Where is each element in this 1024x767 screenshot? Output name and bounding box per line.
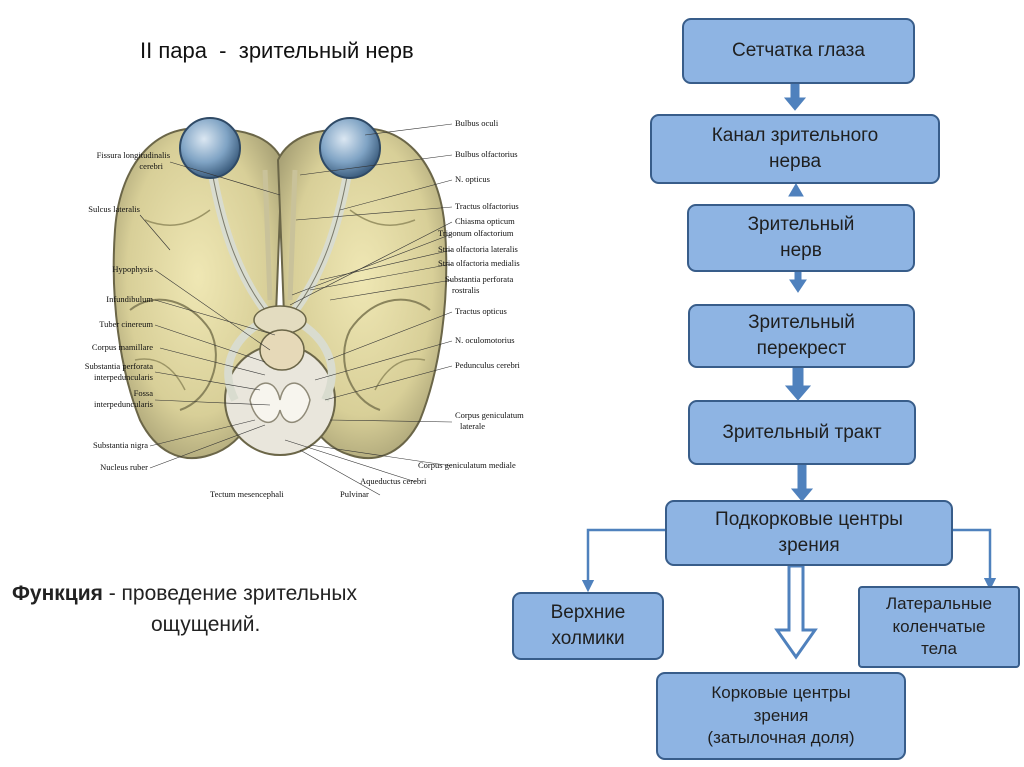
label-aqueductus: Aqueductus cerebri	[360, 476, 427, 486]
arrow-subcortical-geniculate	[953, 528, 997, 591]
label-cgl: Corpus geniculatum	[455, 410, 524, 420]
label-chiasma: Chiasma opticum	[455, 216, 515, 226]
left-eyeball	[179, 117, 241, 179]
box-nerve-line1: Зрительный	[747, 214, 855, 236]
arrow-retina-canal	[783, 83, 807, 111]
box-nerve-line2: нерв	[780, 240, 822, 261]
box-retina-text: Сетчатка глаза	[732, 40, 865, 62]
label-infundibulum: Infundibulum	[106, 294, 153, 304]
box-optic-nerve: Зрительный нерв	[687, 204, 915, 272]
box-subcortical-line2: зрения	[778, 535, 840, 556]
label-cgl-2: laterale	[460, 421, 485, 431]
box-geniculate-line2: коленчатые	[892, 616, 986, 636]
box-subcortical-centers: Подкорковые центры зрения	[665, 500, 953, 566]
arrow-chiasm-tract	[784, 367, 812, 401]
box-cortical-line2: зрения	[753, 705, 809, 725]
box-superior-colliculi: Верхние холмики	[512, 592, 664, 660]
label-pedunculus: Pedunculus cerebri	[455, 360, 521, 370]
label-stria-lateralis: Stria olfactoria lateralis	[438, 244, 518, 254]
function-line-2: ощущений.	[151, 613, 261, 636]
arrow-subcortical-cortical	[774, 564, 818, 660]
brain-base-illustration: Bulbus oculi Bulbus olfactorius N. optic…	[85, 117, 524, 499]
label-tractus-olfactorius: Tractus olfactorius	[455, 201, 519, 211]
box-cortical-centers: Корковые центры зрения (затылочная доля)	[656, 672, 906, 760]
function-line-1: - проведение зрительных	[102, 582, 357, 605]
label-n-oculomotorius: N. oculomotorius	[455, 335, 515, 345]
arrow-canal-nerve	[788, 183, 804, 197]
label-fissura: Fissura longitudinalis	[97, 150, 170, 160]
box-colliculi-line1: Верхние	[550, 602, 626, 624]
label-ruber: Nucleus ruber	[100, 462, 148, 472]
page-title: II пара - зрительный нерв	[140, 38, 414, 63]
label-nigra: Substantia nigra	[93, 440, 148, 450]
box-lateral-geniculate: Латеральные коленчатые тела	[858, 586, 1020, 668]
box-optic-canal: Канал зрительного нерва	[650, 114, 940, 184]
label-mamillare: Corpus mamillare	[92, 342, 153, 352]
label-subst-perf: Substantia perforata	[445, 274, 513, 284]
box-subcortical-line1: Подкорковые центры	[715, 509, 903, 531]
label-cgm: Corpus geniculatum mediale	[418, 460, 516, 470]
label-fossa-2: interpeduncularis	[94, 399, 153, 409]
label-pulvinar: Pulvinar	[340, 489, 369, 499]
optic-tract-right	[292, 316, 336, 402]
arrow-subcortical-colliculi	[581, 528, 665, 593]
optic-tract-left	[224, 316, 268, 402]
label-bulbus-oculi: Bulbus oculi	[455, 118, 499, 128]
label-hypophysis: Hypophysis	[112, 264, 153, 274]
right-eyeball	[319, 117, 381, 179]
box-cortical-line3: (затылочная доля)	[707, 728, 855, 748]
label-subst-perf-2: rostralis	[452, 285, 479, 295]
function-label: Функция	[12, 582, 103, 605]
box-retina: Сетчатка глаза	[682, 18, 915, 84]
function-description: Функция - проведение зрительных ощущений…	[12, 578, 357, 640]
hypophysis	[259, 329, 305, 371]
label-tectum: Tectum mesencephali	[210, 489, 284, 499]
box-tract-text: Зрительный тракт	[722, 421, 882, 443]
box-cortical-line1: Корковые центры	[711, 682, 851, 702]
label-sulcus-lateralis: Sulcus lateralis	[88, 204, 140, 214]
label-trigonum: Trigonum olfactorium	[438, 228, 514, 238]
label-interped: Substantia perforata	[85, 361, 153, 371]
box-colliculi-line2: холмики	[551, 628, 625, 649]
box-chiasm-line1: Зрительный	[748, 312, 855, 334]
label-tuber: Tuber cinereum	[99, 319, 153, 329]
label-interped-2: interpeduncularis	[94, 372, 153, 382]
box-canal-line2: нерва	[768, 151, 822, 172]
label-fissura-2: cerebri	[139, 161, 163, 171]
label-stria-medialis: Stria olfactoria medialis	[438, 258, 520, 268]
box-geniculate-line1: Латеральные	[885, 593, 993, 613]
label-fossa: Fossa	[134, 388, 154, 398]
label-bulbus-olfactorius: Bulbus olfactorius	[455, 149, 518, 159]
box-canal-line1: Канал зрительного	[711, 125, 879, 147]
arrow-tract-subcortical	[790, 464, 814, 502]
box-optic-tract: Зрительный тракт	[688, 400, 916, 465]
box-chiasm-line2: перекрест	[756, 338, 847, 359]
label-n-opticus: N. opticus	[455, 174, 490, 184]
arrow-nerve-chiasm	[789, 271, 807, 293]
box-geniculate-line3: тела	[921, 639, 957, 659]
box-optic-chiasm: Зрительный перекрест	[688, 304, 915, 368]
label-tractus-opticus: Tractus opticus	[455, 306, 507, 316]
